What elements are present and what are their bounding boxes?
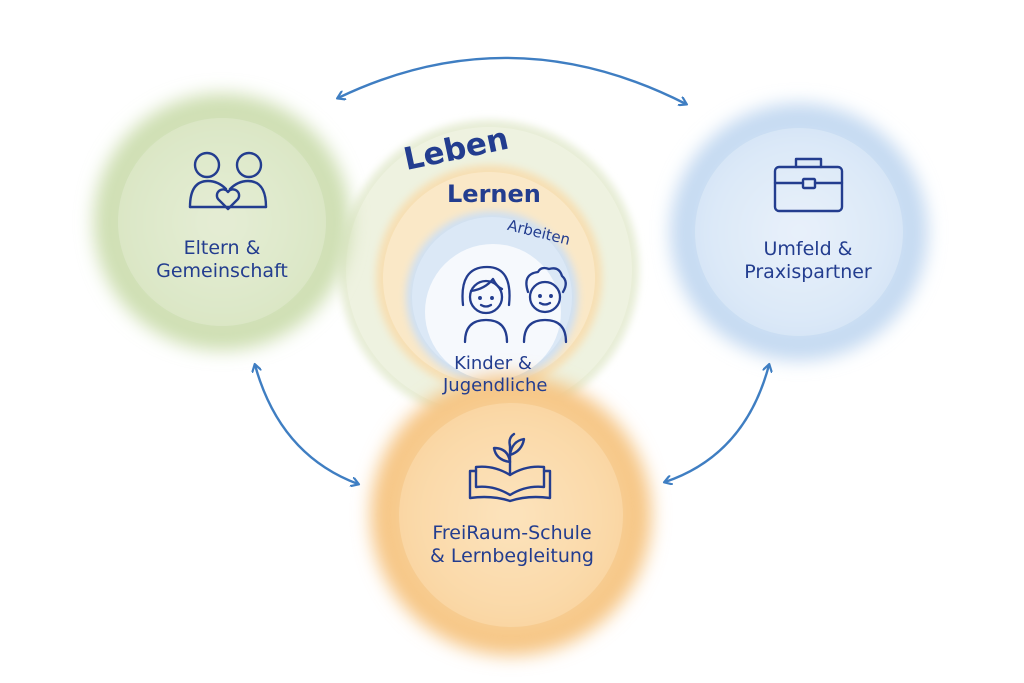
blob-right-blue <box>671 104 927 360</box>
node-label-bottom: FreiRaum-Schule & Lernbegleitung <box>420 522 604 568</box>
node-right-line1: Umfeld & <box>763 238 853 260</box>
node-left-line2: Gemeinschaft <box>156 260 288 283</box>
node-left-line1: Eltern & <box>183 237 261 259</box>
node-label-left: Eltern & Gemeinschaft <box>147 237 297 283</box>
arrow-left-right <box>338 56 686 104</box>
blob-bottom-orange <box>371 375 651 655</box>
node-bottom-line1: FreiRaum-Schule <box>432 522 592 544</box>
children-icon <box>461 265 568 344</box>
parents-heart-icon <box>188 151 268 211</box>
blob-left-green <box>94 94 350 350</box>
center-label-line1: Kinder & <box>454 353 532 374</box>
book-sprout-icon <box>468 432 552 503</box>
node-right-line2: Praxispartner <box>744 261 872 284</box>
center-label-line2: Jugendliche <box>443 374 548 396</box>
arrow-left-bottom <box>255 365 358 484</box>
arrow-right-bottom <box>665 365 769 482</box>
node-label-right: Umfeld & Praxispartner <box>733 238 883 284</box>
center-label: Kinder & Jugendliche <box>443 353 548 397</box>
node-bottom-line2: & Lernbegleitung <box>430 545 594 568</box>
ring-label-lernen: Lernen <box>447 180 541 208</box>
briefcase-icon <box>773 157 844 213</box>
